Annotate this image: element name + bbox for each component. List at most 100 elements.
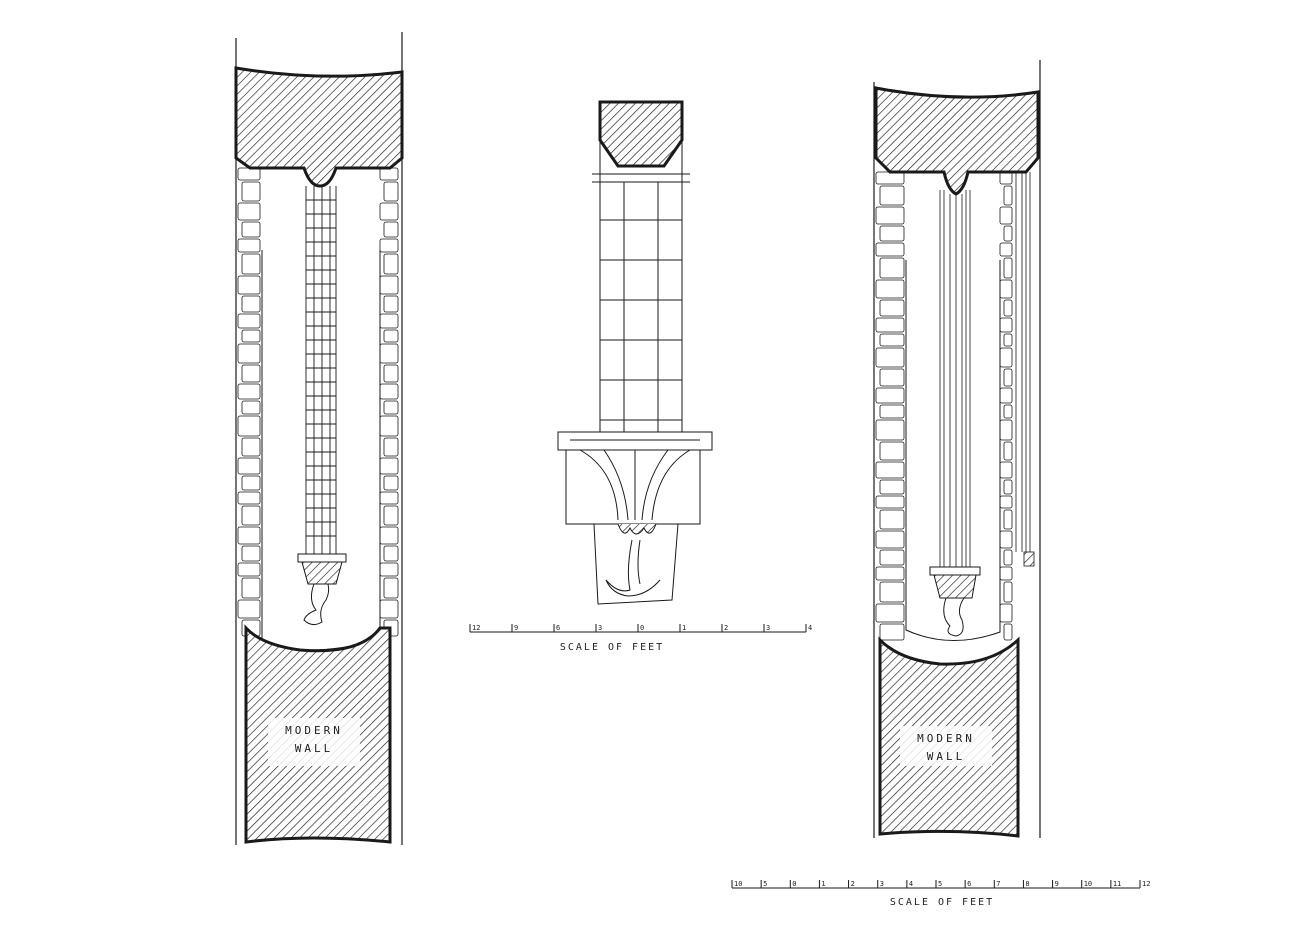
left-masonry-left-stone <box>237 562 261 577</box>
right-masonry-right-stone <box>1003 368 1013 387</box>
right-wall-label-line1: MODERN <box>917 732 975 745</box>
middle-capital <box>557 431 713 525</box>
right-masonry-right-stone <box>1003 441 1013 461</box>
left-masonry-right-stone <box>379 167 399 181</box>
right-masonry-left-stone <box>875 206 905 225</box>
left-masonry-left-stone <box>241 295 261 313</box>
left-masonry-left <box>237 167 261 637</box>
right-masonry-right-stone <box>1003 185 1013 206</box>
right-masonry-right-stone <box>999 206 1013 225</box>
right-masonry-left-stone <box>879 441 905 461</box>
large-scale-tick-label: 10 <box>1084 880 1092 888</box>
left-masonry-left-stone <box>241 329 261 343</box>
left-masonry-right-stone <box>379 562 399 577</box>
left-recess-outline <box>261 250 381 651</box>
right-masonry-left-stone <box>875 317 905 333</box>
right-masonry-left-stone <box>879 549 905 566</box>
small-scale-tick-label: 12 <box>472 624 480 632</box>
left-masonry-left-stone <box>241 400 261 415</box>
left-masonry-right-stone <box>379 415 399 437</box>
left-shaft <box>305 186 337 555</box>
large-scale-tick-label: 7 <box>996 880 1000 888</box>
right-masonry-right-stone <box>999 279 1013 299</box>
small-scale-tick-label: 2 <box>724 624 728 632</box>
left-masonry-right <box>379 167 399 637</box>
left-masonry-right-stone <box>383 329 399 343</box>
left-masonry-right-stone <box>379 275 399 295</box>
right-masonry-left-stone <box>879 404 905 419</box>
right-masonry-right-stone <box>999 419 1013 441</box>
small-scale-tick-label: 1 <box>682 624 686 632</box>
right-masonry-left-stone <box>875 387 905 404</box>
right-masonry-right <box>999 171 1013 641</box>
right-masonry-left-stone <box>875 603 905 623</box>
right-masonry-right-stone <box>999 171 1013 185</box>
left-masonry-left-stone <box>241 253 261 275</box>
left-masonry-left-stone <box>237 202 261 221</box>
right-masonry-left-stone <box>879 299 905 317</box>
right-masonry-left-stone <box>875 495 905 509</box>
right-masonry-right-stone <box>999 461 1013 479</box>
left-masonry-right-stone <box>383 505 399 526</box>
right-masonry-left <box>875 171 905 641</box>
right-masonry-left-stone <box>875 530 905 549</box>
large-scale-tick-label: 0 <box>792 880 796 888</box>
small-scale-tick-label: 4 <box>808 624 812 632</box>
right-masonry-left-stone <box>875 461 905 479</box>
left-masonry-right-stone <box>383 400 399 415</box>
left-masonry-right-stone <box>383 181 399 202</box>
right-masonry-left-stone <box>879 225 905 242</box>
left-masonry-left-stone <box>237 275 261 295</box>
right-masonry-left-stone <box>879 257 905 279</box>
right-masonry-left-stone <box>879 185 905 206</box>
left-masonry-right-stone <box>379 238 399 253</box>
left-masonry-left-stone <box>237 415 261 437</box>
small-scale-tick-label: 3 <box>766 624 770 632</box>
left-masonry-right-stone <box>379 383 399 400</box>
left-masonry-right-stone <box>383 577 399 599</box>
right-masonry-left-stone <box>879 581 905 603</box>
left-masonry-right-stone <box>383 364 399 383</box>
large-scale-tick-label: 5 <box>763 880 767 888</box>
right-masonry-right-stone <box>1003 509 1013 530</box>
right-masonry-right-stone <box>1003 225 1013 242</box>
left-corbel <box>297 553 347 626</box>
right-masonry-right-stone <box>1003 549 1013 566</box>
right-masonry-left-stone <box>875 171 905 185</box>
right-masonry-right-stone <box>999 495 1013 509</box>
right-masonry-right-stone <box>999 530 1013 549</box>
right-masonry-right-stone <box>999 566 1013 581</box>
large-scale-tick-label: 9 <box>1055 880 1059 888</box>
right-recess-outline <box>905 260 1001 641</box>
left-masonry-left-stone <box>241 437 261 457</box>
large-scale-title: SCALE OF FEET <box>890 897 994 908</box>
large-scale-tick-label: 6 <box>967 880 971 888</box>
large-scale-tick-label: 10 <box>734 880 742 888</box>
left-masonry-right-stone <box>383 475 399 491</box>
left-masonry-right-stone <box>379 343 399 364</box>
right-masonry-right-stone <box>999 242 1013 257</box>
large-scale-tick-label: 1 <box>821 880 825 888</box>
left-top-section <box>234 66 404 188</box>
right-top-section <box>874 86 1040 196</box>
right-masonry-right-stone <box>1003 257 1013 279</box>
right-masonry-right-stone <box>1003 479 1013 495</box>
right-masonry-left-stone <box>875 279 905 299</box>
right-masonry-left-stone <box>875 347 905 368</box>
right-masonry-left-stone <box>879 333 905 347</box>
left-masonry-right-stone <box>383 437 399 457</box>
small-scale-tick-label: 3 <box>598 624 602 632</box>
left-masonry-right-stone <box>383 545 399 562</box>
right-masonry-right-stone <box>1003 581 1013 603</box>
left-masonry-right-stone <box>379 313 399 329</box>
left-masonry-right-stone <box>379 491 399 505</box>
left-masonry-right-stone <box>379 457 399 475</box>
left-wall-label-line2: WALL <box>295 742 334 755</box>
right-masonry-right-stone <box>1003 623 1013 641</box>
left-masonry-left-stone <box>241 364 261 383</box>
